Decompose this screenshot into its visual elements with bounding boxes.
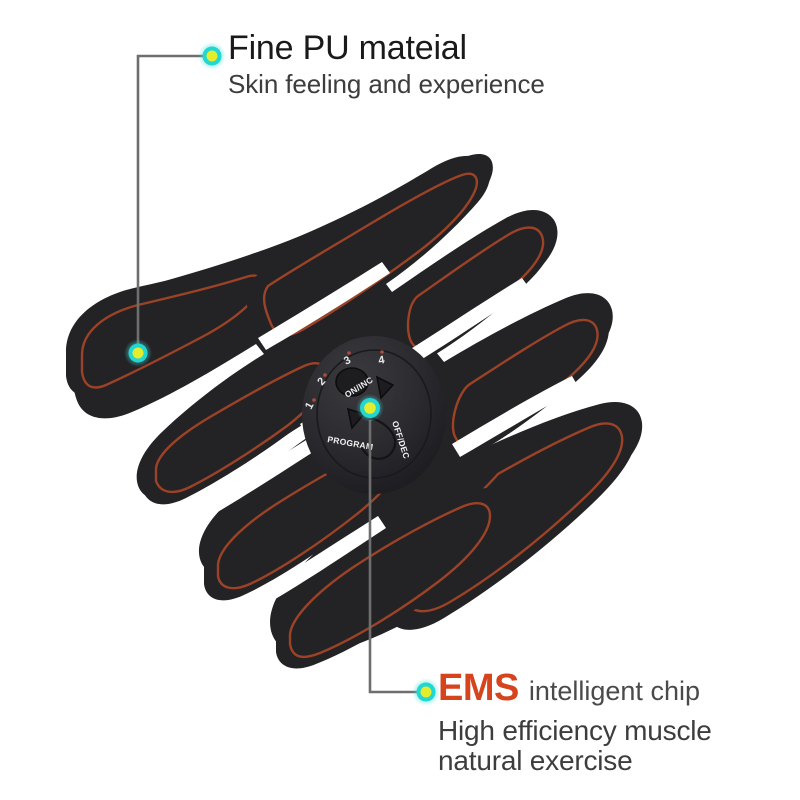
control-panel-inner-ring (316, 349, 432, 479)
callout-material: Fine PU mateial Skin feeling and experie… (228, 28, 545, 100)
marker-panel-point[interactable] (356, 394, 384, 422)
leader-line-material (136, 54, 210, 353)
device-body: 1 2 3 4 ON/INC OFF/DEC PROGRAM (66, 154, 643, 669)
callout-material-title: Fine PU mateial (228, 29, 467, 67)
level-number-3: 3 (342, 354, 353, 367)
callout-chip-line3: natural exercise (438, 745, 633, 776)
level-number-4: 4 (377, 354, 386, 367)
pad-mid-right (438, 305, 609, 459)
power-dial-button[interactable] (335, 367, 369, 397)
button-on-inc[interactable] (375, 375, 395, 400)
pad-upper-right (392, 213, 554, 362)
leader-line-chip (368, 420, 424, 694)
callout-chip-brand: EMS (438, 667, 519, 709)
pad-bottom-center (276, 488, 506, 669)
callout-chip: EMS intelligent chip High efficiency musc… (438, 668, 712, 776)
callout-chip-headline: EMS intelligent chip (438, 668, 712, 716)
marker-pad-point[interactable] (124, 339, 152, 367)
marker-chip[interactable] (412, 678, 440, 706)
callout-chip-title-rest: intelligent chip (528, 676, 700, 706)
callout-material-subtitle: Skin feeling and experience (228, 69, 545, 99)
level-number-1: 1 (303, 400, 316, 411)
leader-lines (136, 54, 424, 694)
marker-material[interactable] (198, 42, 226, 70)
callout-markers (124, 42, 440, 706)
callout-chip-line2: High efficiency muscle (438, 715, 712, 746)
